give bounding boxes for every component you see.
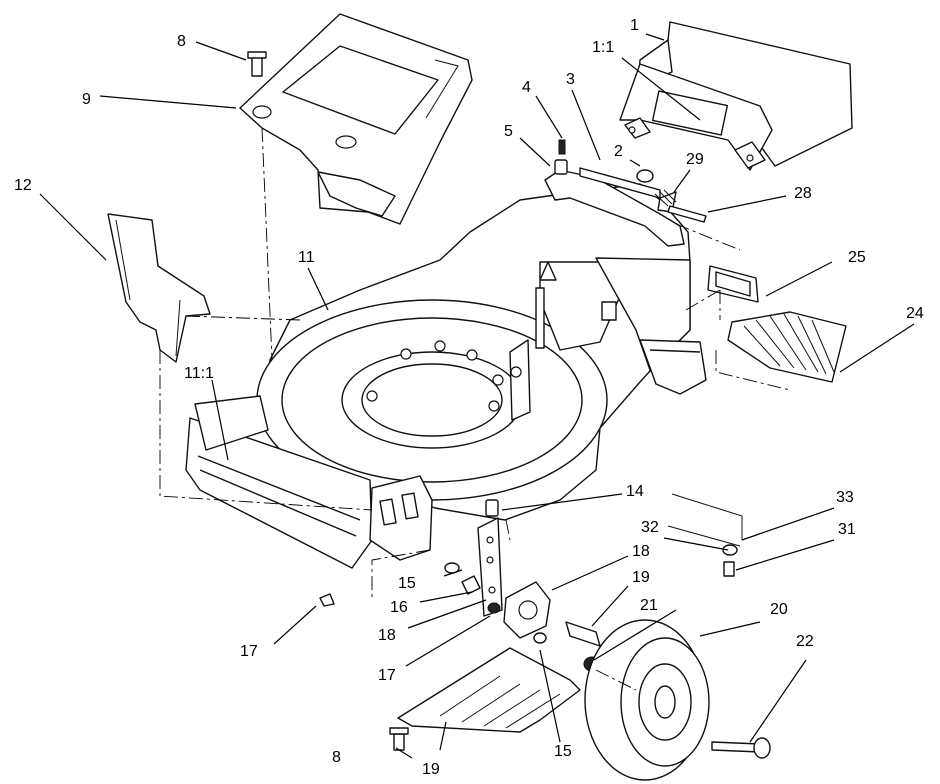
part-8-bolt-top: [247, 51, 267, 77]
callout-12: 12: [14, 177, 32, 194]
callout-22: 20: [770, 601, 788, 618]
callout-2: 2: [614, 143, 623, 160]
callout-25: 25: [848, 249, 866, 266]
callout-19: 19: [422, 761, 440, 778]
callout-15-bottom: 15: [554, 743, 572, 760]
part-9-rear-plate: [239, 13, 473, 225]
leader-lines: [39, 33, 915, 759]
part-22-wheel: [584, 619, 710, 781]
callout-15-left: 15: [398, 575, 416, 592]
part-23-axle-bolt: [711, 737, 771, 759]
callout-21: 19: [632, 569, 650, 586]
callout-14: 14: [626, 483, 644, 500]
callout-8-bottom: 8: [332, 749, 341, 766]
callout-23: 22: [796, 633, 814, 650]
part-24-grip-pad: [727, 311, 847, 383]
part-31-33-spring-group: [667, 493, 743, 577]
callout-18: 18: [378, 627, 396, 644]
callout-3: 3: [566, 71, 575, 88]
callout-8-top: 8: [177, 33, 186, 50]
callout-17-left: 17: [240, 643, 258, 660]
wheel-bracket-assembly: [319, 499, 601, 672]
callout-1-1: 1:1: [592, 39, 614, 56]
part-25-latch: [707, 265, 759, 303]
callout-24: 24: [906, 305, 924, 322]
handle-bracket-assembly: [544, 139, 707, 247]
callout-16: 16: [390, 599, 408, 616]
callout-labels: 8 9 12 11 11:1 1 1:1 3 4 5 2 29 28 25 24…: [14, 17, 924, 778]
callout-4: 4: [522, 79, 531, 96]
part-19-rear-guard: [389, 647, 581, 751]
callout-22-1: 21: [640, 597, 658, 614]
callout-11-1: 11:1: [184, 365, 214, 382]
callout-20: 18: [632, 543, 650, 560]
callout-17-center: 17: [378, 667, 396, 684]
callout-11: 11: [298, 249, 315, 266]
part-1-rear-cover: [619, 21, 853, 171]
callout-33: 33: [836, 489, 854, 506]
callout-9: 9: [82, 91, 91, 108]
assembly-lines: [159, 127, 791, 691]
callout-1: 1: [630, 17, 639, 34]
part-12-deflector: [107, 213, 211, 363]
callout-28: 28: [794, 185, 812, 202]
part-11-deck: [256, 183, 707, 521]
part-11-1-front-skirt: [185, 395, 433, 569]
callout-5: 5: [504, 123, 513, 140]
callout-32: 32: [641, 519, 659, 536]
callout-31: 31: [838, 521, 856, 538]
callout-29: 29: [686, 151, 704, 168]
